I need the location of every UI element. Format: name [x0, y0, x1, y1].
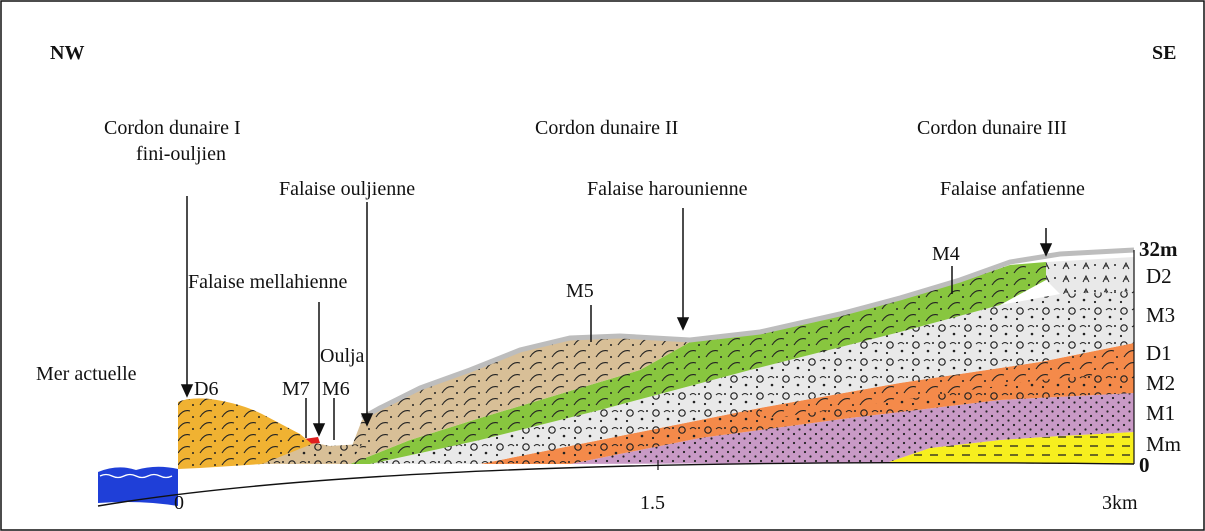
elevation-base: 0 — [1139, 453, 1150, 477]
unit-m1: M1 — [1146, 401, 1175, 425]
cliff-mellahienne: Falaise mellahienne — [188, 271, 348, 293]
unit-d1: D1 — [1146, 341, 1172, 365]
d6-label: D6 — [194, 378, 218, 400]
unit-mm: Mm — [1146, 432, 1181, 456]
cliff-anfatienne: Falaise anfatienne — [940, 178, 1085, 200]
unit-m3: M3 — [1146, 303, 1175, 327]
nw-label: NW — [50, 42, 84, 64]
m7-label: M7 — [282, 378, 310, 400]
dune1-subtitle: fini-ouljien — [136, 143, 226, 165]
dune3-title: Cordon dunaire III — [917, 117, 1067, 139]
cliff-ouljienne: Falaise ouljienne — [279, 178, 415, 200]
distance-tick-0: 0 — [174, 492, 184, 514]
unit-d2: D2 — [1146, 264, 1172, 288]
se-label: SE — [1152, 42, 1176, 64]
distance-tick-3km: 3km — [1102, 492, 1138, 514]
m6-label: M6 — [322, 378, 350, 400]
m5-label: M5 — [566, 280, 594, 302]
cliff-harounienne: Falaise harounienne — [587, 178, 748, 200]
unit-m2: M2 — [1146, 371, 1175, 395]
dune2-title: Cordon dunaire II — [535, 117, 678, 139]
sea-label: Mer actuelle — [36, 363, 137, 385]
distance-tick-1-5: 1.5 — [640, 492, 665, 514]
oulja-label: Oulja — [320, 345, 365, 367]
elevation-top: 32m — [1139, 237, 1178, 261]
m4-label: M4 — [932, 243, 960, 265]
base-line — [98, 463, 1134, 506]
dune1-title: Cordon dunaire I — [104, 117, 241, 139]
